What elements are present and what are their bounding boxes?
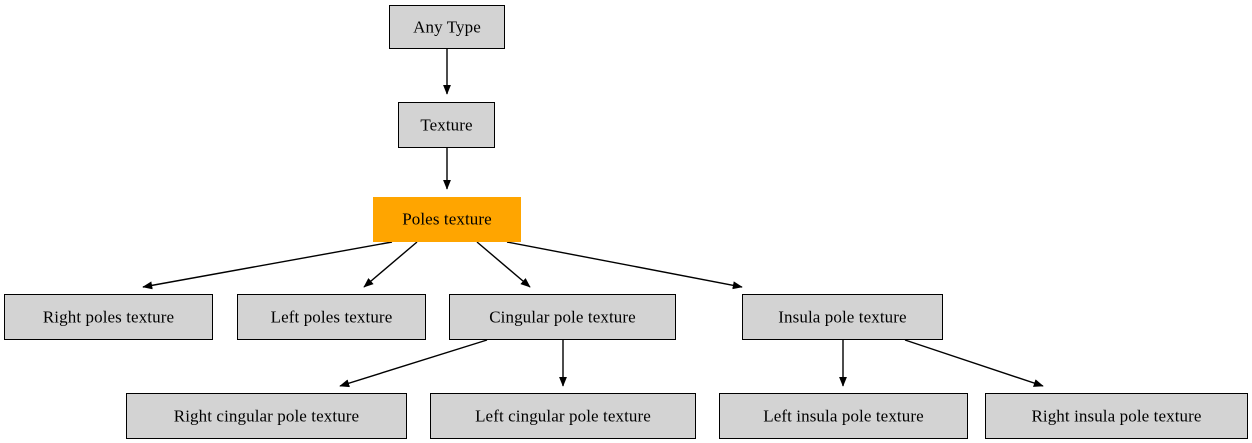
- edge-insula-pole-to-right-insula-pole: [904, 339, 1044, 387]
- node-right-insula-pole[interactable]: Right insula pole texture: [985, 393, 1248, 439]
- node-cingular-pole[interactable]: Cingular pole texture: [449, 294, 676, 340]
- edge-poles-texture-to-insula-pole: [506, 241, 743, 290]
- edge-poles-texture-to-cingular-pole: [476, 241, 531, 288]
- node-label-right-insula-pole: Right insula pole texture: [1031, 406, 1202, 425]
- node-right-poles[interactable]: Right poles texture: [4, 294, 213, 340]
- node-label-left-insula-pole: Left insula pole texture: [763, 406, 924, 425]
- node-label-right-cingular-pole: Right cingular pole texture: [173, 406, 360, 425]
- node-left-poles[interactable]: Left poles texture: [237, 294, 426, 340]
- node-texture[interactable]: Texture: [398, 102, 495, 148]
- node-left-cingular-pole[interactable]: Left cingular pole texture: [430, 393, 696, 439]
- node-label-left-cingular-pole: Left cingular pole texture: [475, 406, 651, 425]
- node-label-insula-pole: Insula pole texture: [778, 307, 907, 326]
- node-label-right-poles: Right poles texture: [42, 307, 175, 326]
- edge-cingular-pole-to-right-cingular-pole: [339, 339, 488, 388]
- node-label-any-type: Any Type: [413, 17, 481, 36]
- node-any-type[interactable]: Any Type: [389, 5, 505, 49]
- node-label-left-poles: Left poles texture: [270, 307, 393, 326]
- node-label-cingular-pole: Cingular pole texture: [489, 307, 636, 326]
- node-insula-pole[interactable]: Insula pole texture: [742, 294, 943, 340]
- edge-poles-texture-to-left-poles: [363, 241, 418, 288]
- node-left-insula-pole[interactable]: Left insula pole texture: [719, 393, 968, 439]
- node-poles-texture[interactable]: Poles texture: [373, 197, 521, 242]
- node-right-cingular-pole[interactable]: Right cingular pole texture: [126, 393, 407, 439]
- edge-poles-texture-to-right-poles: [142, 241, 393, 290]
- node-label-texture: Texture: [420, 115, 473, 134]
- node-label-poles-texture: Poles texture: [402, 209, 492, 229]
